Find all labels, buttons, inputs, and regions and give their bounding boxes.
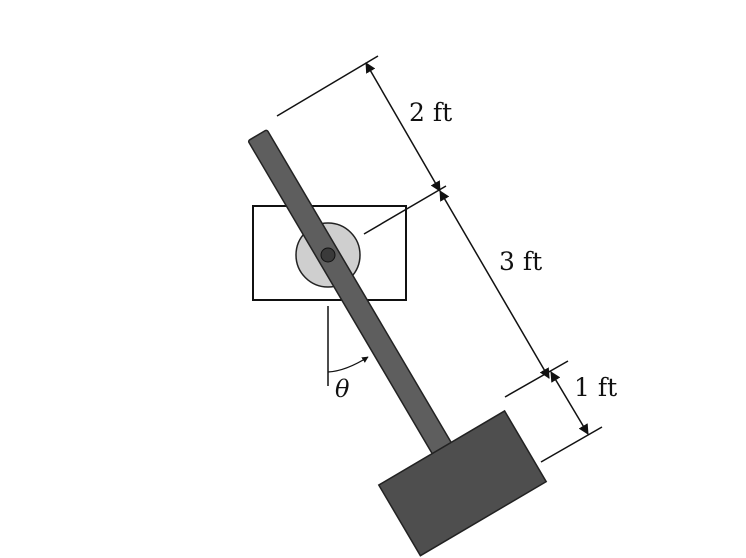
dimension-label-lower: 1 ft [574, 373, 617, 402]
dimension-label-middle: 3 ft [499, 247, 542, 276]
dimension-line-2ft [365, 62, 441, 192]
extension-line-rod-end [504, 360, 569, 398]
extension-line-pivot [363, 185, 447, 235]
weight-block [377, 409, 548, 557]
extension-line-weight-bottom [540, 426, 603, 463]
dimension-line-1ft [550, 371, 589, 435]
angle-arc [327, 356, 369, 373]
dimension-label-upper: 2 ft [409, 98, 452, 127]
extension-line-top [276, 55, 379, 117]
dimension-line-3ft [439, 190, 550, 379]
angle-label: θ [335, 375, 350, 403]
pivot-pin [320, 247, 336, 263]
pendulum-assembly [247, 129, 548, 557]
